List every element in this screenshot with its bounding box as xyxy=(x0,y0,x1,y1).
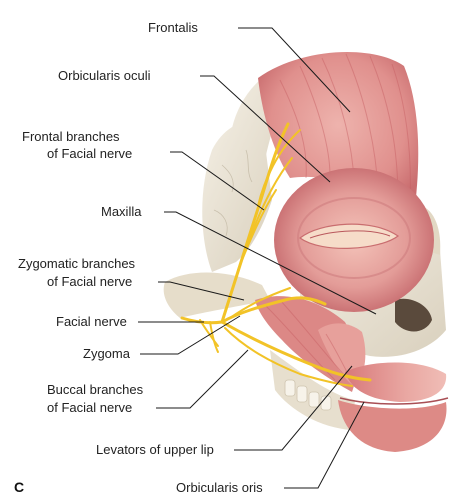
frontal-branch-4 xyxy=(237,189,277,271)
mouth-line xyxy=(339,397,449,405)
label-orbicularis-oculi: Orbicularis oculi xyxy=(58,68,151,83)
orbicularis-oris-upper-lip xyxy=(345,362,447,402)
orbicularis-oculi-leader xyxy=(200,75,331,183)
zygomatic-branches-leader xyxy=(158,281,245,301)
label-frontal-branches-line1: Frontal branches xyxy=(22,129,120,144)
levators-upper-lip-leader xyxy=(234,365,353,451)
label-maxilla: Maxilla xyxy=(101,204,142,219)
label-zygomatic-branches-line2: of Facial nerve xyxy=(47,274,132,289)
label-buccal-branches-line1: Buccal branches xyxy=(47,382,144,397)
muscles-illustration xyxy=(255,52,449,452)
zygomatic-branch-2 xyxy=(229,287,291,319)
buccal-branches-leader xyxy=(156,349,249,409)
frontal-branch-1 xyxy=(220,122,290,324)
orbicularis-oris-lower-lip xyxy=(338,400,447,452)
buccal-branch-2 xyxy=(224,327,353,387)
nerve-twig-2 xyxy=(209,321,219,353)
buccal-branch xyxy=(220,320,372,382)
zygoma-leader xyxy=(140,315,241,355)
levators-upper-lip-muscle xyxy=(255,296,357,392)
eyelid-opening xyxy=(299,223,400,249)
frontalis-leader xyxy=(238,27,351,113)
orbicularis-oculi-inner-ring xyxy=(297,197,411,279)
orbicularis-oris-leader xyxy=(284,401,365,489)
label-facial-nerve: Facial nerve xyxy=(56,314,127,329)
label-zygomatic-branches-line1: Zygomatic branches xyxy=(18,256,136,271)
label-frontal-branches-line2: of Facial nerve xyxy=(47,146,132,161)
facial-nerve-illustration xyxy=(180,122,372,387)
label-orbicularis-oris: Orbicularis oris xyxy=(176,480,263,495)
labels: Frontalis Orbicularis oculi Frontal bran… xyxy=(14,20,263,495)
label-frontalis: Frontalis xyxy=(148,20,198,35)
label-levators-upper-lip: Levators of upper lip xyxy=(96,442,214,457)
maxilla-leader xyxy=(164,211,377,315)
label-buccal-branches-line2: of Facial nerve xyxy=(47,400,132,415)
frontal-branches-leader xyxy=(170,151,265,211)
label-zygoma: Zygoma xyxy=(83,346,131,361)
teeth xyxy=(284,379,332,411)
zygomatic-arch-bone xyxy=(163,272,270,318)
leader-lines xyxy=(138,27,377,489)
nasal-cavity xyxy=(395,298,432,332)
frontal-branch-3 xyxy=(257,129,301,207)
panel-letter: C xyxy=(14,479,24,495)
eye-slit xyxy=(309,230,391,239)
zygomatic-branch xyxy=(220,296,327,324)
